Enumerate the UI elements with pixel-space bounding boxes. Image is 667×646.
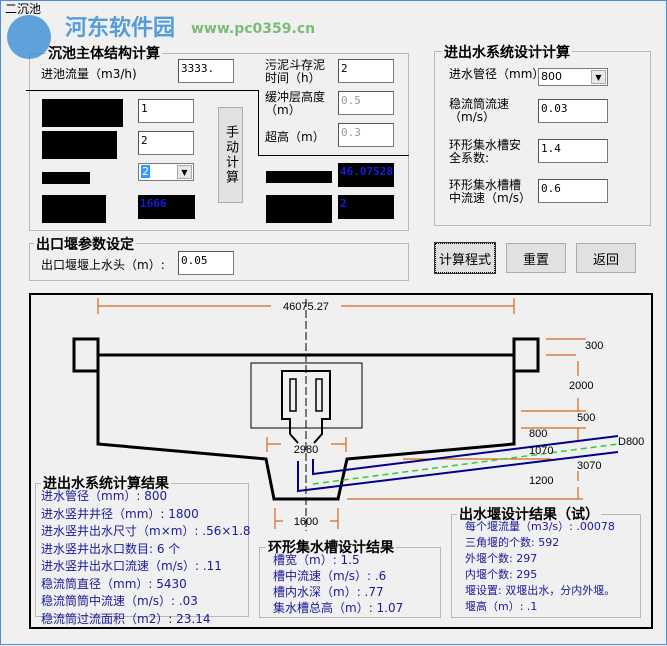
pipe-d800-label: D800 xyxy=(618,436,644,448)
field-1-input[interactable]: 1 xyxy=(138,99,194,123)
redacted-label-3 xyxy=(42,172,90,184)
trough-velocity-input[interactable]: 0.6 xyxy=(538,179,608,203)
freeboard-input[interactable]: 0.3 xyxy=(338,123,394,147)
results-trough-title: 环形集水槽设计结果 xyxy=(266,537,396,557)
field-2-input[interactable]: 2 xyxy=(138,131,194,155)
center-well xyxy=(281,370,331,444)
redacted-label-5 xyxy=(266,171,332,183)
result-line: 稳流筒筒中流速（m/s）: .03 xyxy=(41,594,198,608)
result-line: 集水槽总高（m）: 1.07 xyxy=(273,601,404,615)
count-combo[interactable]: 2 ▼ xyxy=(138,163,194,181)
dim-1600 xyxy=(274,508,339,529)
count-combo-value: 2 xyxy=(141,165,150,178)
dim-right xyxy=(347,338,586,500)
result-line: 槽宽（m）: 1.5 xyxy=(273,553,360,567)
result-line: 进水管径（mm）: 800 xyxy=(41,489,168,503)
freeboard-label: 超高（m） xyxy=(265,130,325,144)
inout-design-title: 进出水系统设计计算 xyxy=(442,42,572,62)
dim-diameter-label: 46075.27 xyxy=(283,301,329,313)
watermark-name: 河东软件园 xyxy=(65,16,176,41)
result-line: 内堰个数: 295 xyxy=(465,568,538,581)
manual-calc-label: 手动计算 xyxy=(223,125,238,185)
outlet-weir-group xyxy=(29,243,409,281)
redacted-label-1 xyxy=(42,99,123,127)
sludge-time-input[interactable]: 2 xyxy=(338,59,394,83)
safety-factor-label: 环形集水槽安全系数: xyxy=(449,138,522,165)
outlet-weir-title: 出口堰参数设定 xyxy=(34,234,136,254)
inflow-input[interactable]: 3333. xyxy=(178,59,234,83)
result-line: 堰设置: 双堰出水，分内外堰。 xyxy=(465,584,616,597)
dim-2980-label: 2980 xyxy=(294,444,318,456)
results-inout-list: 进水管径（mm）: 800 进水竖井井径（mm）: 1800 进水竖井出水尺寸（… xyxy=(41,488,251,628)
buffer-height-input[interactable]: 0.5 xyxy=(338,91,394,115)
pipe-diameter-value: 800 xyxy=(541,70,562,83)
sludge-time-label: 污泥斗存泥时间（h） xyxy=(265,58,326,85)
dim-1070-label: 1070 xyxy=(529,445,553,457)
divider-lines xyxy=(26,90,259,156)
result-line: 槽中流速（m/s）: .6 xyxy=(273,569,387,583)
output-1-value: 1666 xyxy=(138,195,195,219)
reset-button[interactable]: 重置 xyxy=(506,243,566,273)
result-line: 稳流筒直径（mm）: 5430 xyxy=(41,576,187,591)
pipe-centerline xyxy=(312,443,619,485)
dim-500-label: 500 xyxy=(577,412,595,424)
buffer-height-label: 缓冲层高度（m） xyxy=(265,90,326,117)
pipe-diameter-label: 进水管径（mm） xyxy=(449,67,545,81)
main-structure-title: 沉池主体结构计算 xyxy=(46,43,162,63)
results-inout-title: 进出水系统计算结果 xyxy=(41,473,171,493)
result-line: 稳流筒过流面积（m2）: 23.14 xyxy=(41,611,211,626)
dim-1200-label: 1200 xyxy=(529,475,553,487)
safety-factor-input[interactable]: 1.4 xyxy=(538,139,608,163)
window-title: 二沉池 xyxy=(5,2,42,16)
result-line: 进水竖井出水口流速（m/s）: .11 xyxy=(41,559,222,573)
results-weir-list: 每个堰流量（m3/s）: .00078 三角堰的个数: 592 外堰个数: 29… xyxy=(465,519,615,615)
output-2-value: 46.07528 xyxy=(338,163,394,187)
trough-velocity-label: 环形集水槽槽中流速（m/s） xyxy=(449,178,531,205)
result-line: 进水竖井出水口数目: 6 个 xyxy=(41,541,181,556)
stabilizer-velocity-input[interactable]: 0.03 xyxy=(538,99,608,123)
weir-head-label: 出口堰堰上水头（m）: xyxy=(41,258,165,272)
stabilizer-velocity-label: 稳流筒流速（m/s） xyxy=(449,97,510,124)
inflow-label: 进池流量（m3/h) xyxy=(41,67,137,81)
dim-top xyxy=(97,298,515,314)
back-button[interactable]: 返回 xyxy=(576,243,636,273)
result-line: 三角堰的个数: 592 xyxy=(465,536,560,549)
dim-800-label: 800 xyxy=(529,428,547,440)
right-weir-box xyxy=(512,337,540,373)
redacted-label-6 xyxy=(266,195,332,223)
result-line: 每个堰流量（m3/s）: .00078 xyxy=(465,520,615,533)
inlet-pipe-lower xyxy=(297,451,619,493)
weir-head-input[interactable]: 0.05 xyxy=(178,251,234,275)
left-weir-box xyxy=(72,337,100,373)
chevron-down-icon[interactable]: ▼ xyxy=(177,165,192,179)
chevron-down-icon[interactable]: ▼ xyxy=(591,70,606,84)
dim-300-label: 300 xyxy=(585,340,603,352)
redacted-label-2 xyxy=(42,131,117,159)
watermark-logo xyxy=(7,15,51,59)
pipe-diameter-combo[interactable]: 800 ▼ xyxy=(538,68,608,86)
result-line: 进水竖井出水尺寸（m×m）: .56×1.8 xyxy=(41,524,251,538)
slot-left xyxy=(289,378,297,412)
dim-3070-label: 3070 xyxy=(577,460,601,472)
main-structure-group xyxy=(29,53,409,231)
dim-1600-label: 1600 xyxy=(294,516,318,528)
slot-right xyxy=(315,378,323,412)
inlet-pipe-upper xyxy=(312,435,619,476)
dim-2980 xyxy=(266,437,347,452)
result-line: 外堰个数: 297 xyxy=(465,552,538,565)
watermark-url: www.pc0359.cn xyxy=(191,21,316,37)
results-weir-title: 出水堰设计结果（试） xyxy=(457,504,601,524)
diagram-panel xyxy=(29,293,653,629)
dim-2000-label: 2000 xyxy=(569,380,593,392)
manual-calc-button[interactable]: 手动计算 xyxy=(218,107,243,203)
result-line: 堰高（m）: .1 xyxy=(465,600,538,613)
result-line: 进水竖井井径（mm）: 1800 xyxy=(41,506,199,521)
output-3-value: 2 xyxy=(338,195,394,219)
divider-line-2 xyxy=(258,155,409,156)
redacted-label-4 xyxy=(42,195,106,223)
calc-program-button[interactable]: 计算程式 xyxy=(434,242,496,274)
result-line: 槽内水深（m）: .77 xyxy=(273,585,384,599)
results-trough-list: 槽宽（m）: 1.5 槽中流速（m/s）: .6 槽内水深（m）: .77 集水… xyxy=(273,552,403,616)
